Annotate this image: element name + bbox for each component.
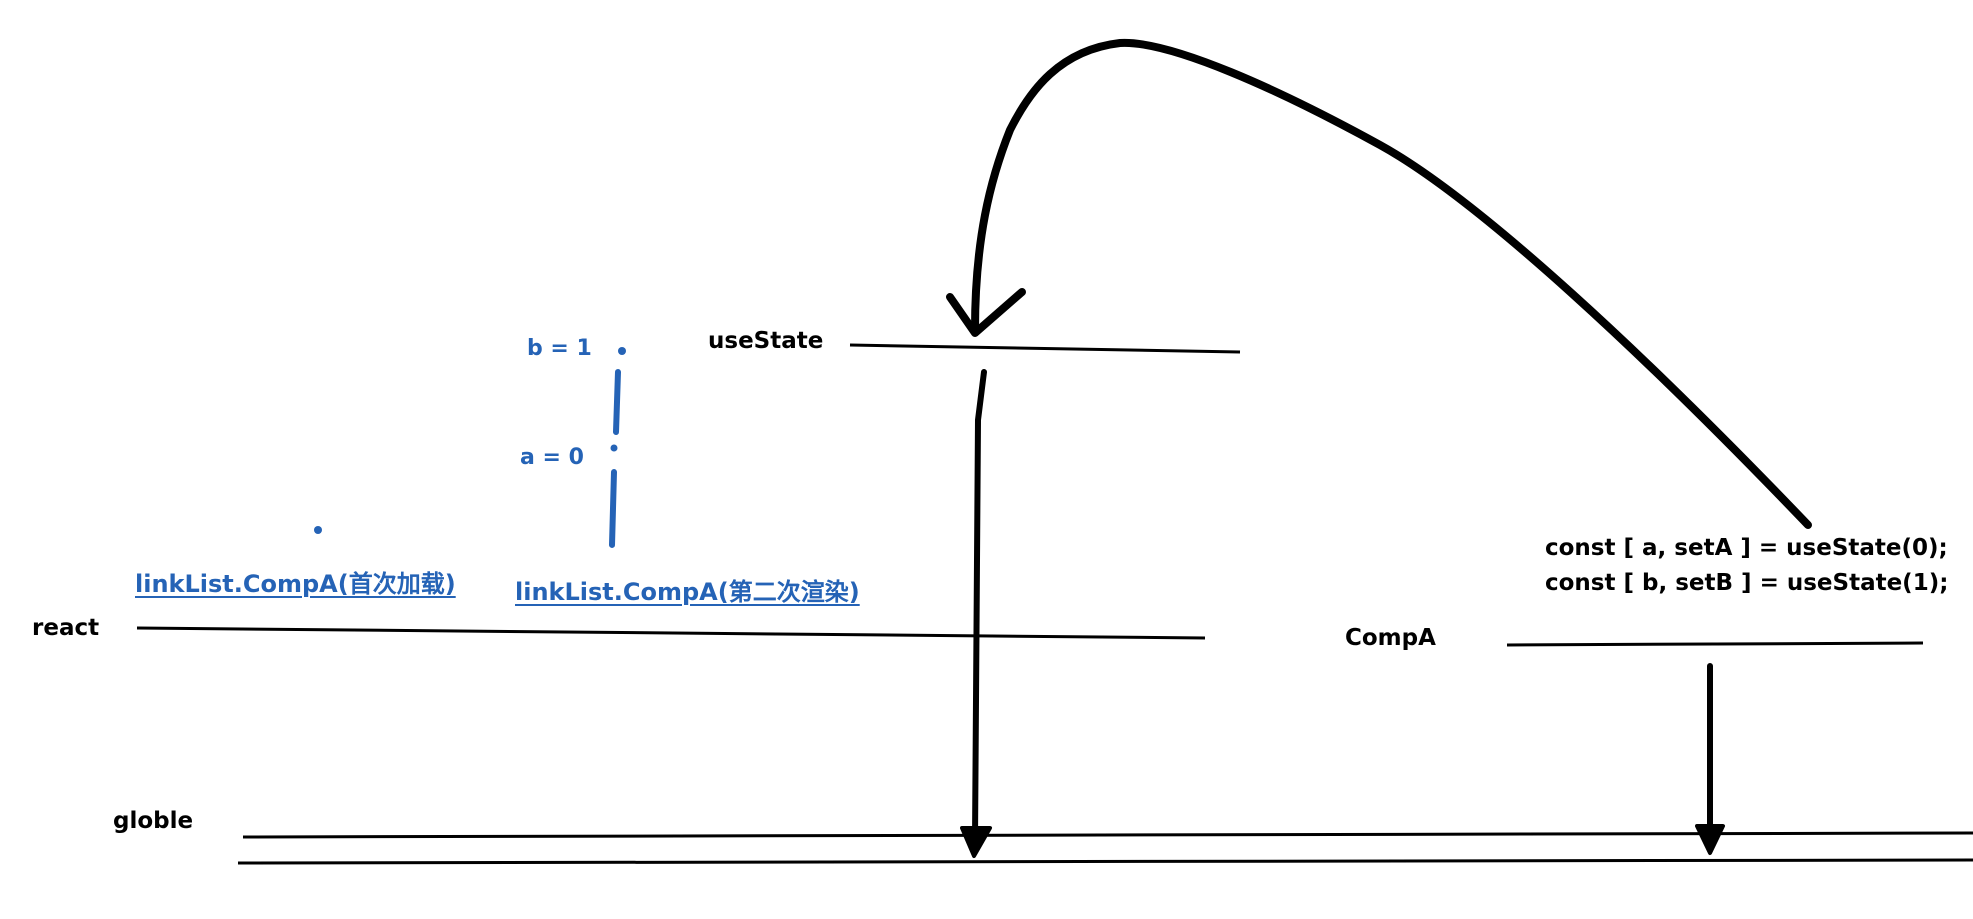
globle-line-bottom — [237, 858, 1973, 865]
stack-dash-lower — [609, 469, 617, 548]
second-render-link: linkList.CompA(第二次渲染) — [515, 578, 860, 606]
stack-dot-first-load — [314, 526, 322, 534]
curved-arrow-head — [946, 288, 1026, 337]
comp-a-label: CompA — [1345, 625, 1436, 651]
use-state-label: useState — [708, 328, 824, 354]
use-state-down-arrow-head — [960, 826, 992, 858]
globle-line-top — [242, 831, 1973, 839]
react-label: react — [32, 615, 100, 641]
react-line — [136, 626, 1206, 640]
code-line-2: const [ b, setB ] = useState(1); — [1545, 570, 1949, 596]
code-line-1: const [ a, setA ] = useState(0); — [1545, 535, 1948, 561]
a-value-label: a = 0 — [520, 445, 584, 470]
b-value-label: b = 1 — [527, 336, 592, 361]
use-state-line — [849, 343, 1241, 354]
globle-label: globle — [113, 808, 194, 834]
curved-arrow — [971, 38, 1812, 529]
comp-a-line — [1506, 641, 1924, 647]
stack-dash-upper — [613, 369, 621, 435]
stack-dot-top — [618, 347, 626, 355]
first-load-link: linkList.CompA(首次加载) — [135, 570, 456, 598]
comp-a-down-arrow-head — [1695, 824, 1725, 855]
use-state-down-arrow-shaft — [972, 369, 987, 843]
stack-dot-middle — [610, 444, 618, 452]
